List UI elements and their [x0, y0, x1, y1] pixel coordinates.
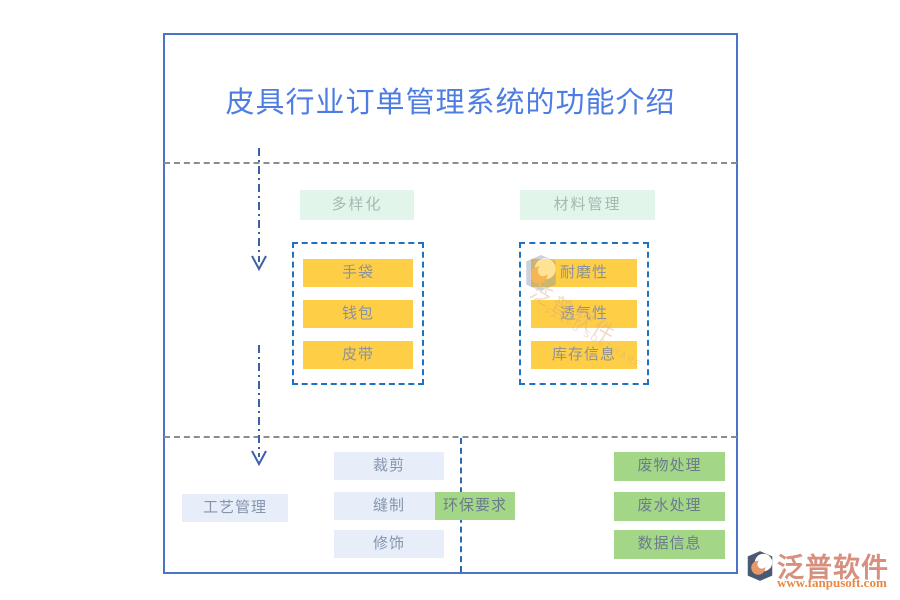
diagram-border: 皮具行业订单管理系统的功能介绍 多样化 材料管理 手袋 钱包 皮带 耐磨性 透气…	[163, 33, 738, 574]
environment-node: 废水处理	[614, 492, 725, 521]
fanpu-logo: 泛普软件 www.fanpusoft.com	[744, 546, 896, 594]
process-node: 修饰	[334, 530, 444, 558]
dashed-divider-top	[164, 162, 737, 164]
process-node: 缝制	[334, 492, 444, 520]
product-node: 钱包	[303, 299, 413, 328]
flow-arrow-bottom	[248, 345, 270, 467]
product-node: 皮带	[303, 340, 413, 369]
label-process-management: 工艺管理	[182, 494, 288, 522]
arrow-down-icon	[251, 345, 267, 467]
environment-node: 数据信息	[614, 530, 725, 559]
fanpu-logo-icon	[746, 550, 774, 587]
material-node: 耐磨性	[531, 258, 637, 287]
dashed-divider-bottom	[164, 436, 737, 438]
fanpu-logo-url: www.fanpusoft.com	[777, 575, 887, 590]
material-node: 透气性	[531, 299, 637, 328]
product-group-box: 手袋 钱包 皮带	[292, 242, 424, 385]
label-diversification: 多样化	[300, 190, 414, 220]
environment-node: 废物处理	[614, 452, 725, 481]
diagram-title: 皮具行业订单管理系统的功能介绍	[225, 87, 676, 119]
material-node: 库存信息	[531, 340, 637, 369]
label-environmental-requirements: 环保要求	[435, 492, 515, 520]
arrow-down-icon	[251, 148, 267, 272]
material-group-box: 耐磨性 透气性 库存信息	[519, 242, 649, 385]
fanpu-logo-text: 泛普软件	[777, 553, 889, 583]
process-node: 裁剪	[334, 452, 444, 480]
product-node: 手袋	[303, 258, 413, 287]
label-material-management: 材料管理	[520, 190, 655, 220]
flow-arrow-top	[248, 148, 270, 272]
